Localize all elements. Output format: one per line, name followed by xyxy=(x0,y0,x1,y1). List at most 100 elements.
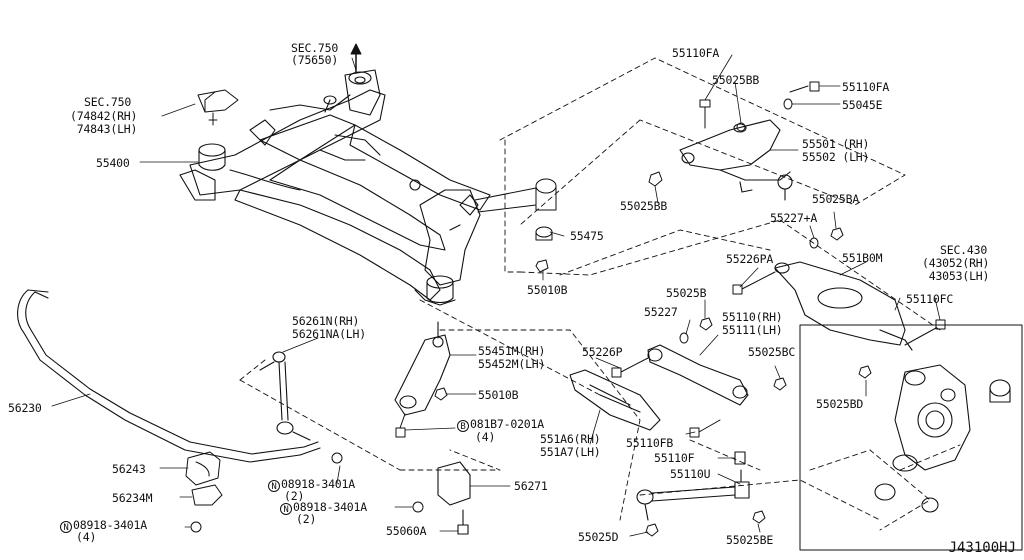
diagram-code: J43100HJ xyxy=(948,540,1016,556)
label-sec750-top: SEC.750 xyxy=(291,41,339,55)
label-08918-a-number: 08918-3401A xyxy=(281,477,355,491)
label-sec750-left: SEC.750 xyxy=(84,95,132,109)
nut-55025be xyxy=(752,510,766,524)
label-55025bd: 55025BD xyxy=(816,397,864,411)
label-55451m: 55451M(RH) xyxy=(478,344,546,358)
sec750-top-arrow xyxy=(350,43,362,73)
bolt-081b7 xyxy=(395,413,406,438)
upper-arm xyxy=(679,119,793,201)
label-081b7-qty: (4) xyxy=(475,430,496,444)
label-55501: 55501 (RH) xyxy=(802,137,870,151)
knuckle xyxy=(874,364,1011,513)
label-55227a: 55227+A xyxy=(770,211,818,225)
washer-55045e xyxy=(783,98,793,110)
bolt-mark-b: B xyxy=(457,420,469,432)
label-55111-lh: 55111(LH) xyxy=(722,323,783,337)
trailing-link xyxy=(647,344,749,406)
washer-55227 xyxy=(679,332,689,344)
assembly-boundaries xyxy=(239,57,961,531)
label-55110f: 55110F xyxy=(654,451,695,465)
label-55110u: 55110U xyxy=(670,467,711,481)
bolt-55226p xyxy=(611,357,649,378)
stabilizer-link xyxy=(259,351,311,441)
nut-55010b-mid xyxy=(434,387,448,401)
label-sec430-lh: 43053(LH) xyxy=(922,269,990,283)
stabilizer-bushing xyxy=(185,451,221,486)
label-551a6: 551A6(RH) xyxy=(540,432,601,446)
label-55110fa-top: 55110FA xyxy=(672,46,720,60)
label-56243: 56243 xyxy=(112,462,146,476)
label-551a7: 551A7(LH) xyxy=(540,445,601,459)
stabilizer-clamp xyxy=(191,484,223,506)
nut-08918-c xyxy=(190,521,202,533)
nut-55025b xyxy=(699,317,713,331)
label-08918-c-number: 08918-3401A xyxy=(73,518,147,532)
label-55045e: 55045E xyxy=(842,98,883,112)
lower-link-55110u xyxy=(636,451,750,521)
label-55452m: 55452M(LH) xyxy=(478,357,546,371)
label-55025bc: 55025BC xyxy=(748,345,796,359)
label-55110-rh: 55110(RH) xyxy=(722,310,783,324)
label-55110fa-right: 55110FA xyxy=(842,80,890,94)
label-sec750-left-lh: 74843(LH) xyxy=(70,122,138,136)
link-55475 xyxy=(474,178,557,273)
toe-link xyxy=(569,369,661,431)
label-55110fb: 55110FB xyxy=(626,436,674,450)
nut-08918-a xyxy=(331,452,343,464)
bracket-56271 xyxy=(437,461,471,535)
label-sec750-left-rh: (74842(RH) xyxy=(70,109,138,123)
nut-55025bc xyxy=(773,377,787,391)
label-081b7-number: 081B7-0201A xyxy=(470,417,544,431)
label-55226pa: 55226PA xyxy=(726,252,774,266)
bushing-bracket-left xyxy=(197,89,239,126)
label-56271: 56271 xyxy=(514,479,548,493)
nut-mark-n-a: N xyxy=(268,480,280,492)
label-55010b-mid: 55010B xyxy=(478,388,519,402)
nut-55025bd xyxy=(858,365,872,379)
knuckle-box xyxy=(799,324,1023,551)
leader-lines xyxy=(51,54,941,537)
label-08918-c-qty: (4) xyxy=(76,530,97,544)
label-56234m: 56234M xyxy=(112,491,153,505)
label-55227: 55227 xyxy=(644,305,678,319)
nut-55025d xyxy=(645,523,659,537)
label-08918-b-qty: (2) xyxy=(296,512,317,526)
bolt-55110fa-right xyxy=(789,81,820,93)
label-56230: 56230 xyxy=(8,401,42,415)
label-sec430: SEC.430 xyxy=(940,243,988,257)
subframe xyxy=(179,69,491,306)
label-55400: 55400 xyxy=(96,156,130,170)
label-55025ba: 55025BA xyxy=(812,192,860,206)
label-56261n: 56261N(RH) xyxy=(292,314,360,328)
nut-mark-n-c: N xyxy=(60,521,72,533)
nut-55025bb-low xyxy=(648,171,663,187)
label-08918-b-number: 08918-3401A xyxy=(293,500,367,514)
label-55025be: 55025BE xyxy=(726,533,774,547)
label-55110fc: 55110FC xyxy=(906,292,954,306)
label-08918-a-qty: (2) xyxy=(284,489,305,503)
label-55060a: 55060A xyxy=(386,524,427,538)
label-55226p: 55226P xyxy=(582,345,623,359)
lower-arm xyxy=(774,261,913,351)
label-sec750-top-sub: (75650) xyxy=(291,53,339,67)
stabilizer-bar xyxy=(17,289,321,463)
label-55025d: 55025D xyxy=(578,530,619,544)
nut-55025ba xyxy=(830,227,844,241)
label-55475: 55475 xyxy=(570,229,604,243)
label-55502: 55502 (LH) xyxy=(802,150,870,164)
bolt-55226pa xyxy=(732,271,776,295)
label-55010b-top: 55010B xyxy=(527,283,568,297)
label-55025b: 55025B xyxy=(666,286,707,300)
label-551b0m: 551B0M xyxy=(842,251,883,265)
label-55025bb-low: 55025BB xyxy=(620,199,668,213)
bolt-55110fb xyxy=(689,419,721,438)
label-55025bb-top: 55025BB xyxy=(712,73,760,87)
front-link-55451m xyxy=(394,321,451,416)
label-sec430-rh: (43052(RH) xyxy=(922,256,990,270)
